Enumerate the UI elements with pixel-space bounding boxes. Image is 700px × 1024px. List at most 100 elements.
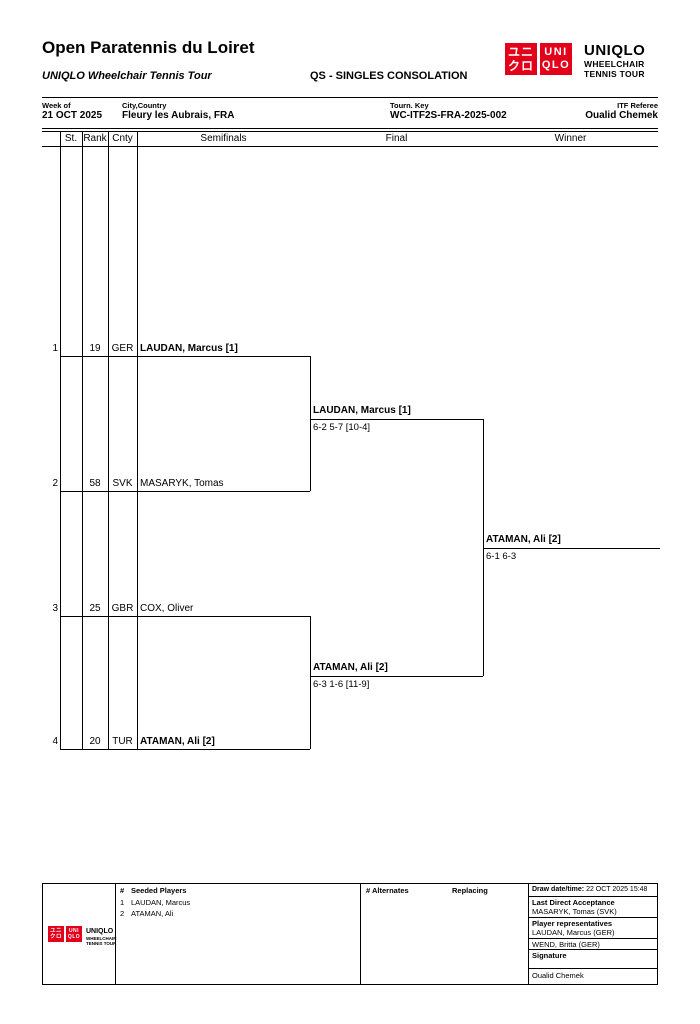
uniqlo-logo-icon: UNI QLO [540, 43, 572, 75]
winner-line [483, 548, 660, 549]
seeded-players-title: Seeded Players [131, 886, 187, 895]
double-rule-bottom [42, 131, 658, 132]
player-rank-1: 19 [89, 343, 101, 354]
officials-rule-3 [528, 938, 658, 939]
draw-position-4: 4 [52, 736, 58, 747]
player-representative-1: LAUDAN, Marcus (GER) [532, 928, 615, 937]
player-line-4 [60, 749, 310, 750]
footer-logo-jp-bottom-text: クロ [49, 934, 62, 940]
bracket-connector-final [483, 419, 484, 676]
logo-en-bottom-text: QLO [541, 59, 571, 71]
city-country-label: City,Country [122, 101, 167, 110]
semifinal1-score: 6-2 5-7 [10-4] [313, 422, 371, 433]
footer-divider-1 [115, 883, 116, 985]
bracket-connector-sf1 [310, 356, 311, 491]
week-label: Week of [42, 101, 71, 110]
signature-label: Signature [532, 951, 567, 960]
column-rule-1 [60, 131, 61, 749]
player-representative-2: WEND, Britta (GER) [532, 940, 600, 949]
seeded-player-row-1: 1 LAUDAN, Marcus [120, 898, 190, 907]
uniqlo-japanese-logo-icon: ユニ クロ [505, 43, 537, 75]
col-header-cnty: Cnty [112, 133, 133, 144]
logo-jp-top-text: ユニ [507, 45, 534, 59]
player-line-3 [60, 616, 310, 617]
last-direct-acceptance-label: Last Direct Acceptance [532, 898, 615, 907]
draw-datetime-value: 22 OCT 2025 15:48 [586, 886, 648, 893]
final-score: 6-1 6-3 [486, 551, 517, 562]
header-divider [42, 97, 658, 98]
footer-uniqlo-logo-icon: UNI QLO [66, 926, 82, 942]
col-header-st: St. [64, 133, 78, 144]
draw-datetime-row: Draw date/time: 22 OCT 2025 15:48 [532, 886, 647, 893]
footer-logo-jp-top-text: ユニ [49, 927, 62, 934]
event-title: QS - SINGLES CONSOLATION [310, 70, 468, 82]
referee-value: Oualid Chemek [585, 110, 658, 121]
replacing-label: Replacing [452, 886, 488, 895]
player-country-1: GER [111, 343, 134, 354]
footer-box [42, 883, 658, 985]
player-country-4: TUR [112, 736, 133, 747]
player-country-3: GBR [111, 603, 134, 614]
column-rule-4 [137, 131, 138, 749]
last-direct-acceptance-value: MASARYK, Tomas (SVK) [532, 907, 617, 916]
player-rank-3: 25 [89, 603, 101, 614]
player-line-1 [60, 356, 310, 357]
logo-jp-bottom-text: クロ [507, 59, 534, 73]
column-rule-3 [108, 131, 109, 749]
draw-position-1: 1 [52, 343, 58, 354]
column-header-underline [42, 146, 658, 147]
seeded-player-row-2: 2 ATAMAN, Ali [120, 909, 173, 918]
col-header-final: Final [385, 133, 408, 144]
tourn-key-label: Tourn. Key [390, 101, 429, 110]
bracket-connector-sf2 [310, 616, 311, 749]
draw-position-2: 2 [52, 478, 58, 489]
officials-rule-4 [528, 949, 658, 950]
logo-en-top-text: UNI [544, 46, 568, 58]
player-line-2 [60, 491, 310, 492]
alternates-label: # Alternates [366, 886, 409, 895]
seeded-player-1-num: 1 [120, 898, 125, 907]
officials-rule-1 [528, 896, 658, 897]
seeded-num-header: # [120, 886, 125, 895]
player-name-1: LAUDAN, Marcus [1] [140, 343, 238, 354]
player-name-2: MASARYK, Tomas [140, 478, 224, 489]
referee-label: ITF Referee [617, 101, 658, 110]
footer-logo-en-bottom-text: QLO [67, 934, 81, 940]
officials-rule-2 [528, 917, 658, 918]
draw-position-3: 3 [52, 603, 58, 614]
semifinal2-winner-name: ATAMAN, Ali [2] [313, 662, 388, 673]
footer-logo-en-top-text: UNI [68, 928, 80, 934]
col-header-semifinals: Semifinals [200, 133, 247, 144]
footer-uniqlo-japanese-logo-icon: ユニ クロ [48, 926, 64, 942]
seeded-players-header: # Seeded Players [120, 886, 186, 895]
week-value: 21 OCT 2025 [42, 110, 103, 121]
col-header-rank: Rank [83, 133, 107, 144]
signature-name: Oualid Chemek [532, 971, 584, 980]
player-name-3: COX, Oliver [140, 603, 194, 614]
player-name-4: ATAMAN, Ali [2] [140, 736, 215, 747]
semifinal2-line [310, 676, 483, 677]
signature-line [528, 968, 658, 969]
player-rank-2: 58 [89, 478, 101, 489]
footer-wordmark-line1: UNIQLO [86, 928, 114, 935]
player-representatives-label: Player representatives [532, 919, 613, 928]
footer-divider-3 [528, 883, 529, 985]
col-header-winner: Winner [554, 133, 587, 144]
footer-wordmark-line3: TENNIS TOUR [86, 940, 117, 946]
seeded-player-2-num: 2 [120, 909, 125, 918]
tourn-key-value: WC-ITF2S-FRA-2025-002 [390, 110, 507, 121]
tour-subtitle: UNIQLO Wheelchair Tennis Tour [42, 70, 212, 82]
city-country-value: Fleury les Aubrais, FRA [122, 110, 235, 121]
tournament-title: Open Paratennis du Loiret [42, 38, 255, 57]
double-rule-top [42, 128, 658, 129]
final-winner-name: ATAMAN, Ali [2] [486, 534, 561, 545]
uniqlo-tour-wordmark: UNIQLO WHEELCHAIR TENNIS TOUR [584, 43, 645, 79]
footer-uniqlo-wordmark: UNIQLO WHEELCHAIR TENNIS TOUR [86, 928, 117, 946]
semifinal2-score: 6-3 1-6 [11-9] [313, 679, 370, 690]
seeded-player-1-name: LAUDAN, Marcus [131, 898, 191, 907]
semifinal1-winner-name: LAUDAN, Marcus [1] [313, 405, 411, 416]
seeded-player-2-name: ATAMAN, Ali [131, 909, 174, 918]
wordmark-line3: TENNIS TOUR [584, 68, 645, 79]
semifinal1-line [310, 419, 483, 420]
